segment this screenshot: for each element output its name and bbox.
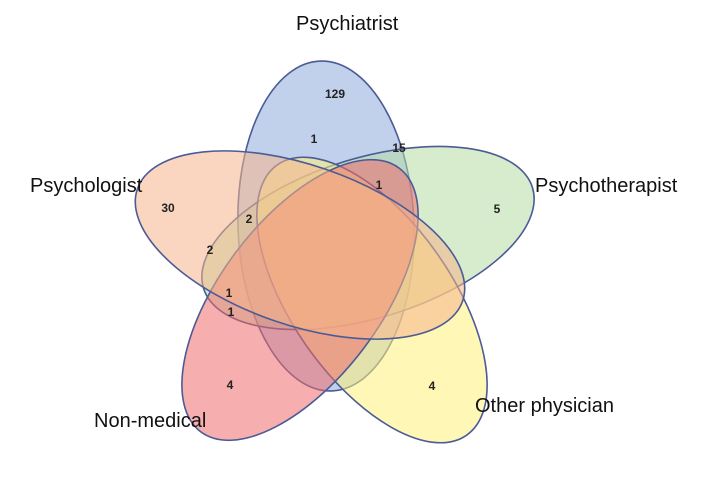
count-non-medical-only: 4 — [227, 378, 234, 392]
label-psychotherapist: Psychotherapist — [535, 175, 678, 197]
label-non-medical: Non-medical — [94, 410, 206, 432]
count-psychiatrist-only: 129 — [325, 87, 345, 101]
count-center-top: 1 — [376, 178, 383, 192]
count-psychologist-only: 30 — [161, 201, 175, 215]
count-psychologist-psychiatrist: 2 — [246, 212, 253, 226]
label-other-physician: Other physician — [475, 395, 614, 417]
count-psychologist-nonmedical-upper: 1 — [226, 286, 233, 300]
region-counts: 129 1 15 1 30 2 2 1 1 5 4 4 — [161, 87, 500, 393]
count-psychotherapist-only: 5 — [494, 202, 501, 216]
count-other-physician-only: 4 — [429, 379, 436, 393]
count-psychiatrist-psychotherapist: 1 — [311, 132, 318, 146]
label-psychiatrist: Psychiatrist — [296, 13, 399, 35]
count-psychologist-nonmedical-lower: 1 — [228, 305, 235, 319]
count-15: 15 — [392, 141, 406, 155]
set-labels: Psychiatrist Psychotherapist Other physi… — [30, 13, 678, 432]
count-psychologist-psychotherapist: 2 — [207, 243, 214, 257]
ellipse-psychologist — [134, 150, 466, 340]
label-psychologist: Psychologist — [30, 175, 143, 197]
set-ellipses — [134, 60, 535, 444]
